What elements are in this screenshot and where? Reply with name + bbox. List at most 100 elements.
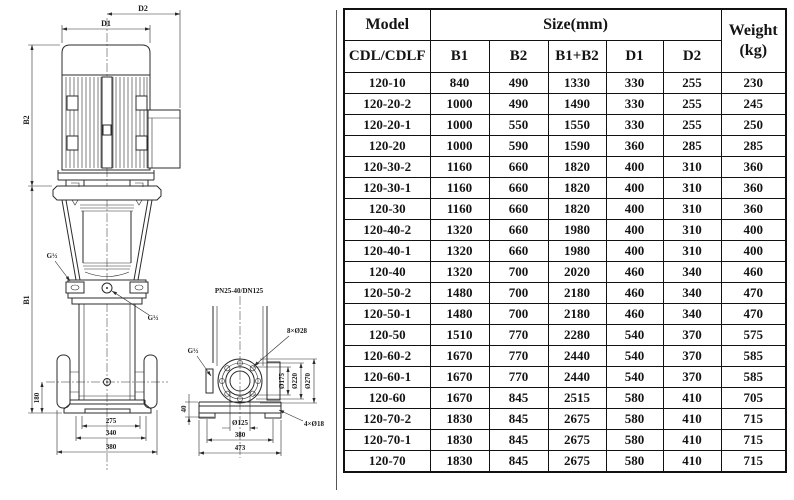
dim-label-40: 40 bbox=[180, 405, 188, 413]
cell-b1b2: 1980 bbox=[547, 240, 607, 262]
cell-weight: 470 bbox=[720, 303, 787, 325]
drum-sides bbox=[82, 211, 132, 263]
flange-base bbox=[198, 401, 282, 419]
dim-label-380: 380 bbox=[106, 443, 117, 451]
cell-model: 120-30-1 bbox=[343, 177, 431, 199]
dim-label-180: 180 bbox=[33, 392, 41, 403]
cell-b1b2: 1590 bbox=[547, 135, 607, 157]
cell-b2: 845 bbox=[488, 429, 549, 451]
dim-label-473: 473 bbox=[235, 444, 246, 452]
cell-d2: 370 bbox=[662, 366, 722, 388]
header-weight: Weight (kg) bbox=[720, 8, 787, 73]
cell-b1: 1000 bbox=[429, 114, 490, 136]
cell-model: 120-30-2 bbox=[343, 156, 431, 178]
flange-side-outlet bbox=[266, 361, 281, 401]
cell-b2: 700 bbox=[488, 303, 549, 325]
cell-model: 120-50-2 bbox=[343, 282, 431, 304]
cell-d2: 310 bbox=[662, 240, 722, 262]
flange-bolts-bottom bbox=[71, 199, 143, 206]
cell-b1: 840 bbox=[429, 72, 490, 94]
port-pipes bbox=[70, 371, 144, 393]
dim-label-275: 275 bbox=[106, 417, 117, 425]
motor-base bbox=[57, 169, 155, 181]
cell-b1b2: 2675 bbox=[547, 429, 607, 451]
cell-weight: 360 bbox=[720, 156, 787, 178]
cell-weight: 575 bbox=[720, 324, 787, 346]
cell-d2: 255 bbox=[662, 93, 722, 115]
cell-d2: 255 bbox=[662, 114, 722, 136]
cell-model: 120-20 bbox=[343, 135, 431, 157]
cell-model: 120-50-1 bbox=[343, 303, 431, 325]
cell-d1: 400 bbox=[605, 198, 664, 220]
plug-label-center: G½ bbox=[148, 314, 159, 322]
cell-d1: 360 bbox=[605, 135, 664, 157]
table-row: 120-40-2 1320 660 1980 400 310 400 bbox=[343, 219, 787, 241]
port-flange-left bbox=[56, 354, 71, 409]
port-flange-right bbox=[143, 354, 158, 409]
cell-d1: 540 bbox=[605, 366, 664, 388]
cell-b1b2: 1980 bbox=[547, 219, 607, 241]
cell-d2: 285 bbox=[662, 135, 722, 157]
cell-b2: 660 bbox=[488, 156, 549, 178]
cell-b1b2: 1490 bbox=[547, 93, 607, 115]
table-row: 120-70-1 1830 845 2675 580 410 715 bbox=[343, 429, 787, 451]
cell-d1: 460 bbox=[605, 282, 664, 304]
ext-lines-diameters bbox=[253, 358, 317, 404]
cell-weight: 250 bbox=[720, 114, 787, 136]
cell-b2: 845 bbox=[488, 450, 549, 473]
cell-b1b2: 1820 bbox=[547, 156, 607, 178]
cell-model: 120-30 bbox=[343, 198, 431, 220]
dim-label-d1: D1 bbox=[101, 19, 111, 28]
bolt-holes-leader bbox=[253, 335, 290, 367]
header-col-b1b2: B1+B2 bbox=[547, 40, 607, 73]
dim-label-dia270: Ø270 bbox=[304, 373, 312, 389]
cell-d2: 410 bbox=[662, 429, 722, 451]
column-inner bbox=[79, 304, 135, 401]
cell-b1: 1670 bbox=[429, 387, 490, 409]
panel-divider bbox=[336, 10, 337, 490]
table-row: 120-50-2 1480 700 2180 460 340 470 bbox=[343, 282, 787, 304]
table-row: 120-70 1830 845 2675 580 410 715 bbox=[343, 450, 787, 473]
table-row: 120-60-1 1670 770 2440 540 370 585 bbox=[343, 366, 787, 388]
cell-b1b2: 2515 bbox=[547, 387, 607, 409]
cell-b1b2: 2180 bbox=[547, 303, 607, 325]
cell-b1b2: 1550 bbox=[547, 114, 607, 136]
dimension-table: Model Size(mm) Weight (kg) CDL/CDLF B1 B… bbox=[343, 8, 787, 473]
table-header-row-2: CDL/CDLF B1 B2 B1+B2 D1 D2 bbox=[343, 40, 786, 73]
cell-model: 120-60 bbox=[343, 387, 431, 409]
cell-weight: 400 bbox=[720, 240, 787, 262]
cell-b1: 1000 bbox=[429, 135, 490, 157]
cell-b1b2: 1820 bbox=[547, 177, 607, 199]
cell-weight: 715 bbox=[720, 450, 787, 473]
cell-b1b2: 2020 bbox=[547, 261, 607, 283]
table-row: 120-40-1 1320 660 1980 400 310 400 bbox=[343, 240, 787, 262]
header-col-d2: D2 bbox=[662, 40, 722, 73]
motor-fins bbox=[65, 77, 148, 168]
cell-b1: 1830 bbox=[429, 429, 490, 451]
cell-b1: 1830 bbox=[429, 408, 490, 430]
cell-d2: 410 bbox=[662, 450, 722, 473]
header-size-group: Size(mm) bbox=[429, 8, 722, 41]
cell-weight: 360 bbox=[720, 198, 787, 220]
cell-b1: 1160 bbox=[429, 177, 490, 199]
motor-lug bbox=[135, 95, 148, 111]
dim-label-dia220: Ø220 bbox=[291, 373, 299, 389]
ext-lines-bottom bbox=[56, 410, 158, 455]
cell-model: 120-40-1 bbox=[343, 240, 431, 262]
cell-weight: 245 bbox=[720, 93, 787, 115]
cell-b1b2: 2440 bbox=[547, 345, 607, 367]
table-body: 120-10 840 490 1330 330 255 230 120-20-2… bbox=[343, 72, 787, 473]
flange-face-circle bbox=[225, 366, 255, 396]
table-row: 120-50 1510 770 2280 540 370 575 bbox=[343, 324, 787, 346]
cell-d1: 540 bbox=[605, 324, 664, 346]
cell-b1b2: 1330 bbox=[547, 72, 607, 94]
flange-column-outer bbox=[212, 306, 268, 363]
motor-center-block bbox=[102, 124, 112, 136]
cell-d1: 580 bbox=[605, 387, 664, 409]
cell-b1: 1160 bbox=[429, 156, 490, 178]
cell-b2: 490 bbox=[488, 72, 549, 94]
column-outer bbox=[78, 304, 136, 400]
cell-b1b2: 2675 bbox=[547, 450, 607, 473]
cell-d2: 340 bbox=[662, 282, 722, 304]
cell-b2: 700 bbox=[488, 282, 549, 304]
